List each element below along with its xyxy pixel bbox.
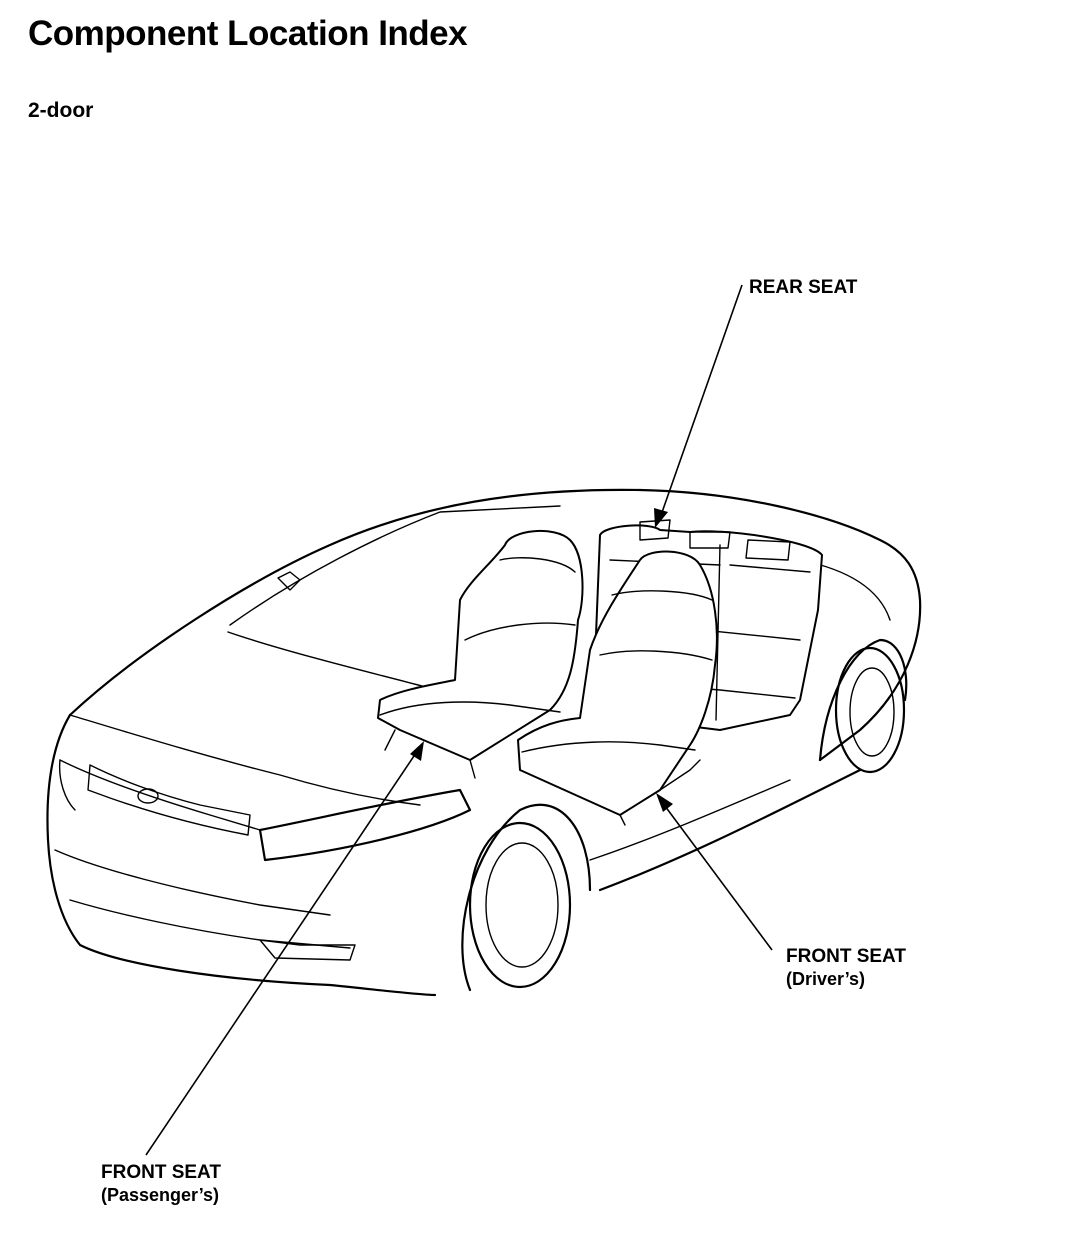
front-seat-passenger bbox=[377, 529, 584, 779]
front-seat-passenger-label-line2: (Passenger’s) bbox=[101, 1185, 220, 1205]
rear-seat-label: REAR SEAT bbox=[749, 277, 858, 298]
rear-seat-leader bbox=[659, 284, 743, 519]
page-title: Component Location Index bbox=[28, 14, 468, 53]
passenger-seat-arrow bbox=[410, 741, 424, 761]
page-subtitle: 2-door bbox=[28, 99, 94, 122]
front-seat-driver-label-line2: (Driver’s) bbox=[786, 969, 866, 989]
callout-leaders bbox=[145, 284, 773, 1156]
passenger-seat-leader bbox=[145, 749, 419, 1156]
driver-seat-leader bbox=[661, 801, 773, 951]
front-seat-driver-label-line1: FRONT SEAT bbox=[786, 946, 906, 967]
front-seat-driver-label: FRONT SEAT (Driver’s) bbox=[786, 946, 906, 990]
front-seat-passenger-label: FRONT SEAT (Passenger’s) bbox=[101, 1162, 221, 1206]
car-body-outline bbox=[46, 488, 922, 997]
driver-seat-arrow bbox=[656, 793, 673, 812]
rear-seat-arrow bbox=[654, 508, 668, 528]
front-seat-passenger-label-line1: FRONT SEAT bbox=[101, 1162, 221, 1183]
front-seat-driver bbox=[517, 550, 718, 826]
